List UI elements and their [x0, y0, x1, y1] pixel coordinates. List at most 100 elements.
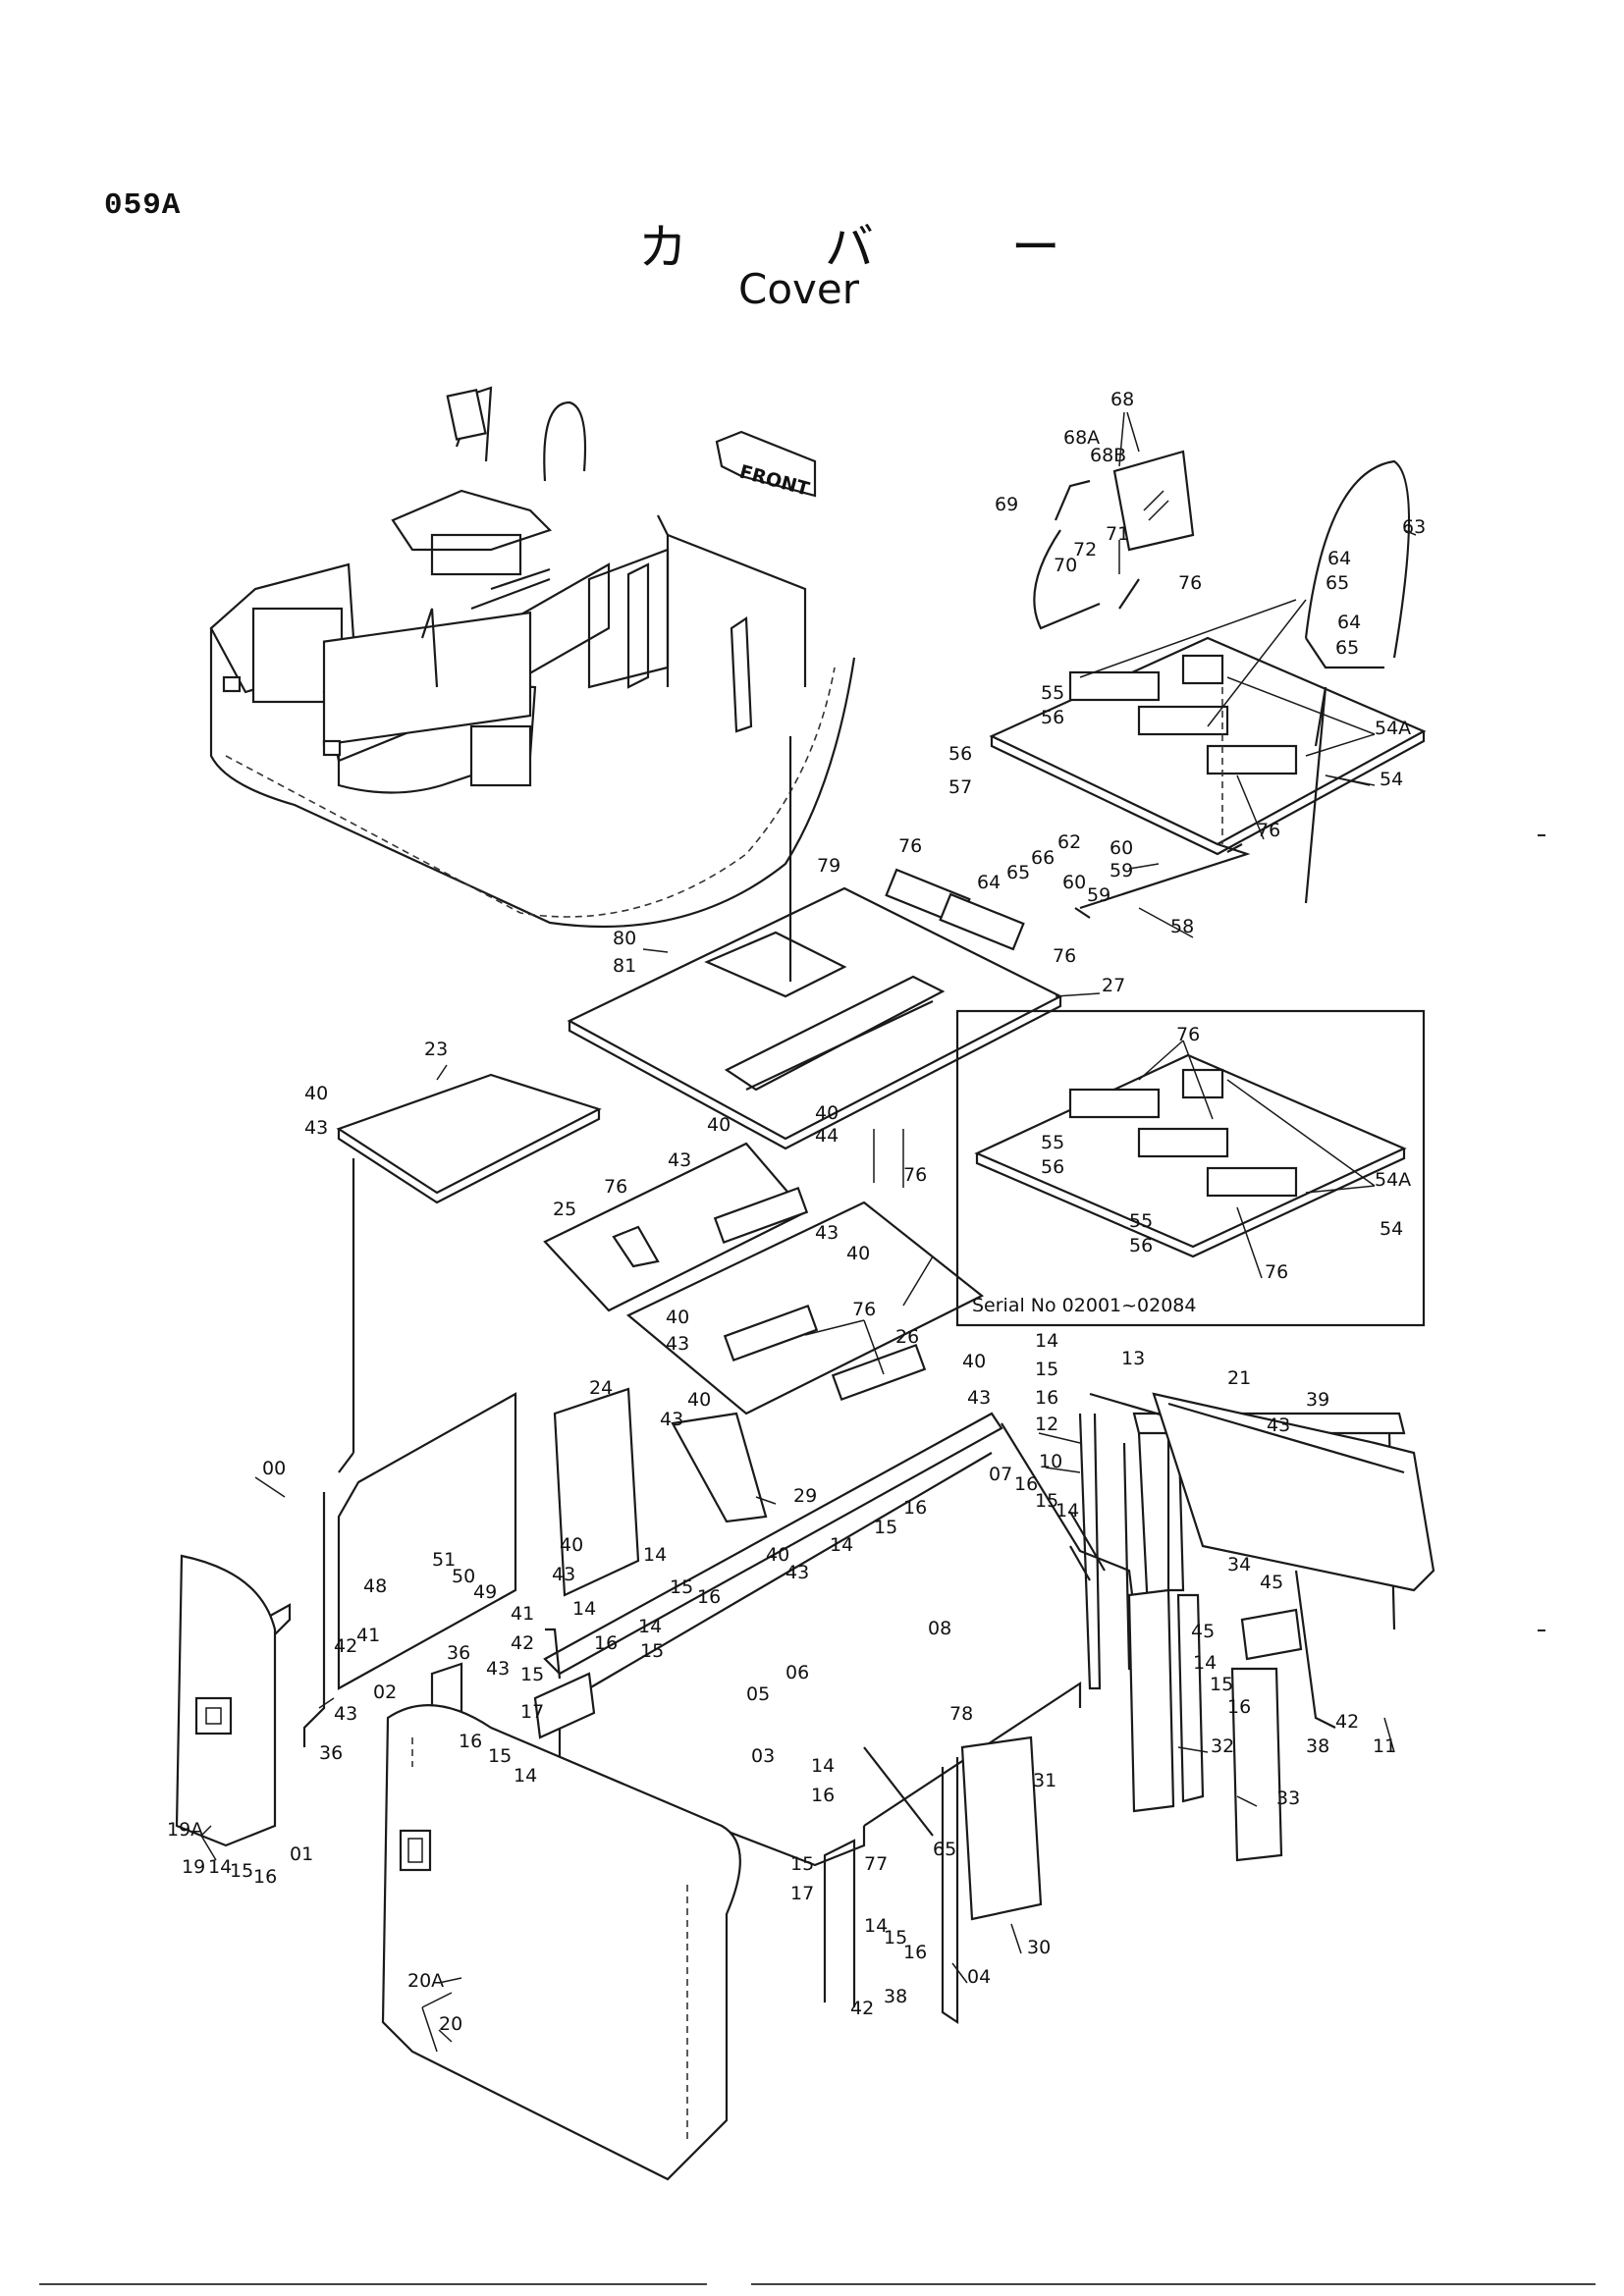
label-43-a: 43: [304, 1117, 328, 1139]
label-54-a: 54: [1380, 769, 1403, 790]
edge-mark-1: [1538, 834, 1545, 836]
label-06: 06: [785, 1662, 809, 1683]
label-08: 08: [928, 1618, 951, 1639]
label-26: 26: [895, 1326, 919, 1348]
label-72: 72: [1073, 539, 1097, 561]
label-16-f: 16: [1227, 1696, 1251, 1718]
label-76-g: 76: [604, 1176, 627, 1198]
label-60-a: 60: [1110, 837, 1133, 859]
label-40-g: 40: [687, 1389, 711, 1411]
label-55-b: 55: [1041, 1132, 1064, 1153]
label-43-e: 43: [967, 1387, 991, 1409]
label-33: 33: [1276, 1788, 1300, 1809]
label-44: 44: [815, 1125, 839, 1147]
label-36-a: 36: [447, 1642, 470, 1664]
label-48: 48: [363, 1575, 387, 1597]
label-40-b: 40: [707, 1114, 731, 1136]
label-27: 27: [1102, 975, 1125, 996]
label-16-i: 16: [253, 1866, 277, 1888]
label-78: 78: [949, 1703, 973, 1725]
label-15-g: 15: [1210, 1674, 1233, 1695]
label-81: 81: [613, 955, 636, 977]
label-31: 31: [1033, 1770, 1056, 1791]
label-62: 62: [1057, 831, 1081, 853]
label-42-d: 42: [850, 1998, 874, 2019]
label-14-k: 14: [864, 1915, 888, 1937]
label-64-a: 64: [1327, 548, 1351, 569]
label-40-e: 40: [666, 1307, 689, 1328]
part-number-labels: 68 68A 68B 69 63 71 72 70 64 65 76 64 65…: [167, 389, 1426, 2035]
label-66: 66: [1031, 847, 1055, 869]
label-68: 68: [1110, 389, 1134, 410]
label-16-b: 16: [1014, 1473, 1038, 1495]
label-59-a: 59: [1110, 860, 1133, 881]
label-45-a: 45: [1260, 1572, 1283, 1593]
label-43-h: 43: [785, 1562, 809, 1583]
label-40-a: 40: [304, 1083, 328, 1104]
label-17-a: 17: [520, 1701, 544, 1723]
label-43-j: 43: [486, 1658, 510, 1680]
label-14-d: 14: [643, 1544, 667, 1566]
label-60-b: 60: [1062, 872, 1086, 893]
label-14-b: 14: [1056, 1500, 1079, 1522]
label-56-c: 56: [1041, 1156, 1064, 1178]
label-17-b: 17: [790, 1883, 814, 1904]
label-01: 01: [290, 1843, 313, 1865]
label-43-b: 43: [668, 1149, 691, 1171]
label-38-b: 38: [884, 1986, 907, 2007]
label-57: 57: [948, 776, 972, 798]
label-54a-a: 54A: [1375, 718, 1411, 739]
label-56-a: 56: [1041, 707, 1064, 728]
label-19a: 19A: [167, 1819, 203, 1841]
bottom-rule-right: [751, 2283, 1596, 2285]
label-65-c: 65: [1006, 862, 1030, 883]
label-76-a: 76: [1178, 572, 1202, 594]
label-34: 34: [1227, 1554, 1251, 1575]
label-45-b: 45: [1191, 1621, 1215, 1642]
label-42-c: 42: [1335, 1711, 1359, 1733]
machine-overview: FRONT: [209, 386, 856, 929]
label-54a-b: 54A: [1375, 1169, 1411, 1191]
label-20: 20: [439, 2013, 462, 2035]
bottom-rule-left: [39, 2283, 707, 2285]
label-16-j: 16: [903, 1942, 927, 1963]
label-51: 51: [432, 1549, 456, 1571]
title-english: Cover: [738, 265, 859, 313]
label-19: 19: [182, 1856, 205, 1878]
label-43-d: 43: [666, 1333, 689, 1355]
label-23: 23: [424, 1039, 448, 1060]
label-16-e: 16: [594, 1632, 618, 1654]
label-15-h: 15: [488, 1745, 512, 1767]
label-07: 07: [989, 1464, 1012, 1485]
label-68b: 68B: [1090, 445, 1126, 466]
label-40-f: 40: [962, 1351, 986, 1372]
label-05: 05: [746, 1683, 770, 1705]
label-10: 10: [1039, 1451, 1062, 1472]
label-49: 49: [473, 1581, 497, 1603]
serial-range-label: Serial No 02001~02084: [972, 1295, 1196, 1316]
label-58: 58: [1170, 916, 1194, 937]
label-63: 63: [1402, 516, 1426, 538]
roof-assembly: [885, 450, 1427, 951]
label-40-h: 40: [766, 1544, 789, 1566]
label-02: 02: [373, 1682, 397, 1703]
label-15-k: 15: [884, 1927, 907, 1949]
lower-frame-assembly: [244, 1158, 1435, 2025]
label-43-i: 43: [552, 1564, 575, 1585]
label-76-d: 76: [1053, 945, 1076, 967]
label-16-d: 16: [697, 1586, 721, 1608]
label-15-c: 15: [874, 1517, 897, 1538]
label-13: 13: [1121, 1348, 1145, 1369]
label-14-f: 14: [638, 1616, 662, 1637]
label-04: 04: [967, 1966, 991, 1988]
side-covers: [175, 1554, 741, 2181]
label-32: 32: [1211, 1735, 1234, 1757]
label-14-j: 14: [208, 1856, 232, 1878]
label-25: 25: [553, 1199, 576, 1220]
label-00: 00: [262, 1458, 286, 1479]
label-79: 79: [817, 855, 840, 877]
label-21: 21: [1227, 1367, 1251, 1389]
label-43-k: 43: [334, 1703, 357, 1725]
label-70: 70: [1054, 555, 1077, 576]
